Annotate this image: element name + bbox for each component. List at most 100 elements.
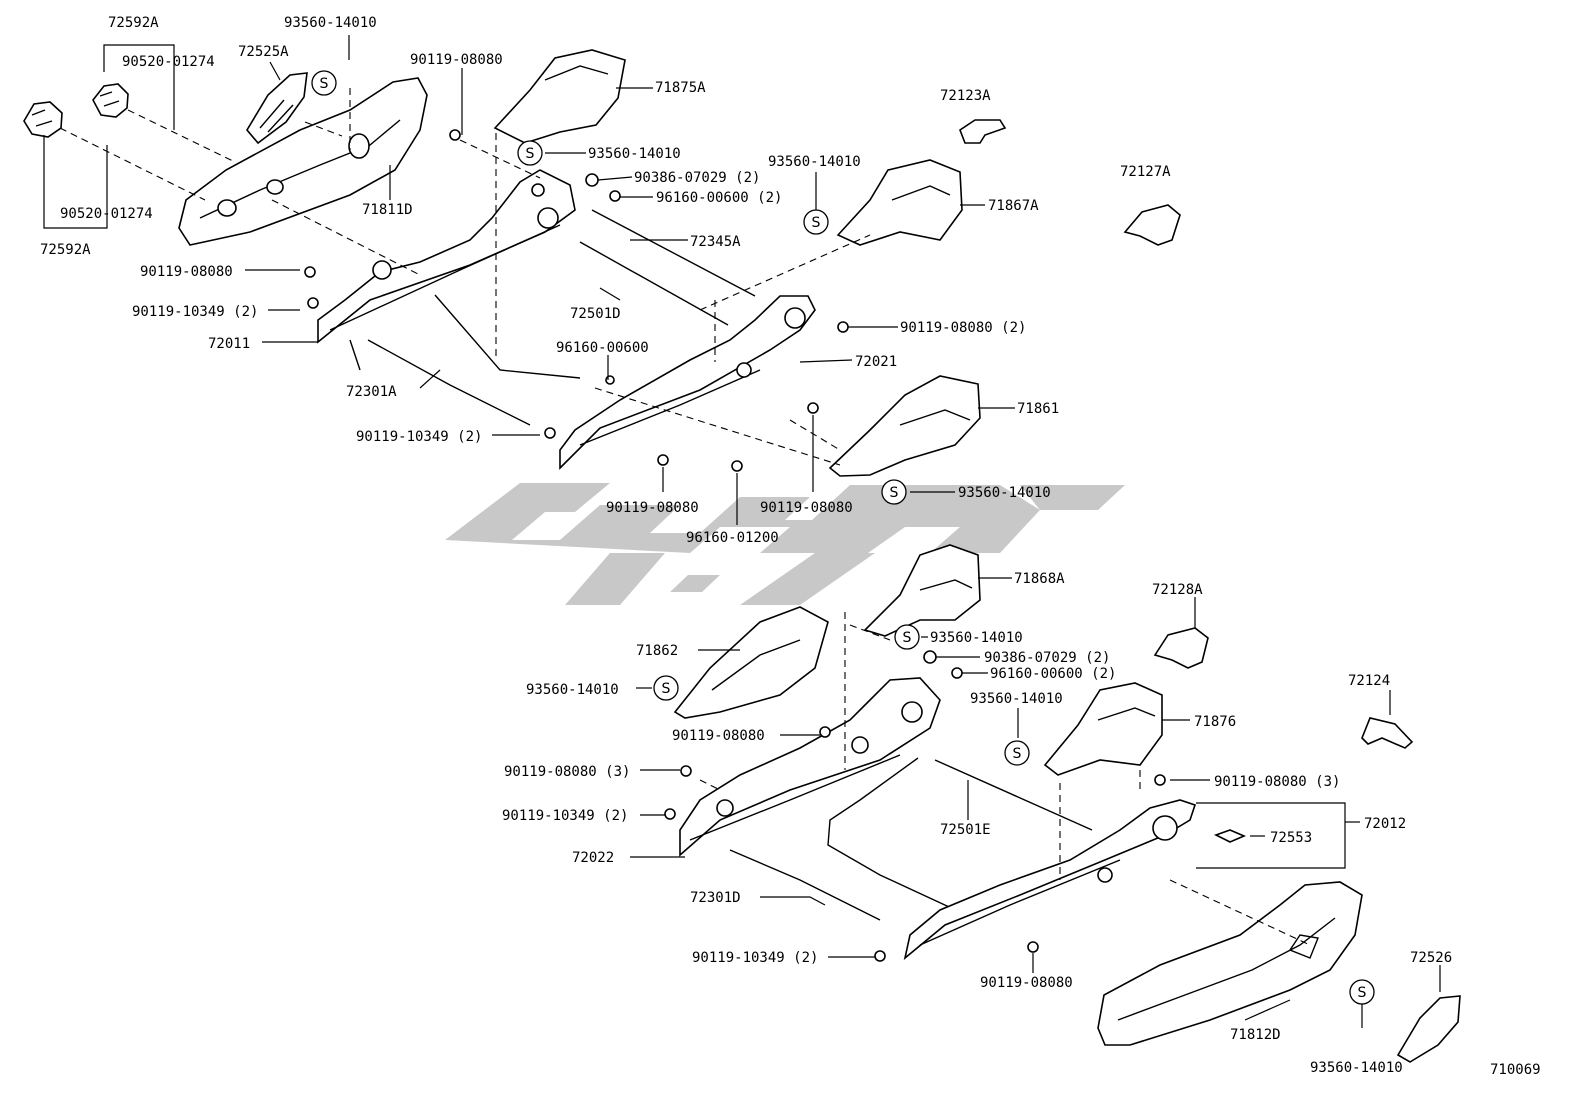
part-label-72124: 72124 [1348,673,1390,689]
svg-text:S: S [1358,985,1367,1001]
svg-text:S: S [662,681,671,697]
part-label-90386-07029: 90386-07029 (2) [984,650,1110,666]
part-label-93560-14010: 93560-14010 [768,154,861,170]
cover-71875a [493,49,626,144]
rod-72501d [579,241,729,326]
part-label-72301d: 72301D [690,890,741,906]
part-label-72123a: 72123A [940,88,991,104]
bracket-72123a [959,119,1007,144]
part-label-71867a: 71867A [988,198,1039,214]
part-label-90119-08080: 90119-08080 [140,264,233,280]
s-symbol: S [881,479,907,505]
part-label-90119-08080: 90119-08080 [760,500,853,516]
part-label-96160-01200: 96160-01200 [686,530,779,546]
svg-text:S: S [890,485,899,501]
part-label-72011: 72011 [208,336,250,352]
part-label-90119-08080: 90119-08080 (3) [504,764,630,780]
rail-72022 [679,677,941,857]
link-bar-upper [349,294,581,379]
part-label-93560-14010: 93560-14010 [284,15,377,31]
s-symbol: S [1004,740,1030,766]
cable-72301a [367,339,531,426]
part-label-72592a: 72592A [108,15,159,31]
part-label-71876: 71876 [1194,714,1236,730]
part-label-90520-01274: 90520-01274 [122,54,215,70]
part-label-93560-14010: 93560-14010 [958,485,1051,501]
bolts [304,129,1166,962]
part-label-71811d: 71811D [362,202,413,218]
knob-72592a-lower [23,101,63,138]
link-bar-lower [827,757,961,913]
part-label-72553: 72553 [1270,830,1312,846]
part-label-72128a: 72128A [1152,582,1203,598]
cover-72127a [1123,204,1181,246]
cover-72525a [246,72,308,145]
rod-72345a [591,209,756,297]
part-label-71875a: 71875A [655,80,706,96]
part-label-93560-14010: 93560-14010 [930,630,1023,646]
part-label-72012: 72012 [1364,816,1406,832]
shield-71811d [178,77,428,246]
s-symbol: S [894,624,920,650]
svg-text:S: S [320,76,329,92]
cover-71861 [828,375,981,477]
s-symbol: S [311,70,337,96]
svg-text:S: S [526,146,535,162]
rod-72501e [934,759,1093,831]
rail-72012 [903,799,1197,961]
cover-72128a [1153,627,1209,669]
s-symbol: S [517,140,543,166]
part-label-90119-10349: 90119-10349 (2) [502,808,628,824]
part-label-90119-08080: 90119-08080 (3) [1214,774,1340,790]
svg-text:S: S [812,215,821,231]
part-labels: 72592A 93560-14010 90520-01274 72525A 90… [40,15,1541,1078]
part-label-71812d: 71812D [1230,1027,1281,1043]
part-label-72301a: 72301A [346,384,397,400]
part-label-72501d: 72501D [570,306,621,322]
rail-72021 [559,295,816,470]
parts-drawing [23,49,1461,1063]
part-label-90119-10349: 90119-10349 (2) [132,304,258,320]
s-symbol: S [1349,979,1375,1005]
rail-72011 [317,169,576,344]
cover-71868a [863,544,981,637]
cover-72526 [1396,995,1461,1063]
knob-72592a-upper [92,83,129,118]
s-symbol: S [653,675,679,701]
part-label-93560-14010: 93560-14010 [970,691,1063,707]
part-label-90520-01274: 90520-01274 [60,206,153,222]
part-label-96160-00600: 96160-00600 (2) [656,190,782,206]
shield-71812d [1097,881,1363,1046]
cover-71876 [1043,682,1163,776]
part-label-90119-08080: 90119-08080 (2) [900,320,1026,336]
part-label-72592a: 72592A [40,242,91,258]
part-label-90386-07029: 90386-07029 (2) [634,170,760,186]
part-label-90119-08080: 90119-08080 [980,975,1073,991]
cover-71862 [673,606,829,719]
assembly-lines [59,88,1311,946]
part-label-71862: 71862 [636,643,678,659]
part-label-72525a: 72525A [238,44,289,60]
cable-72301d [729,849,881,921]
part-label-72022: 72022 [572,850,614,866]
part-label-72127a: 72127A [1120,164,1171,180]
part-label-72526: 72526 [1410,950,1452,966]
part-label-96160-00600: 96160-00600 (2) [990,666,1116,682]
part-label-93560-14010: 93560-14010 [526,682,619,698]
svg-text:S: S [1013,746,1022,762]
part-label-90119-10349: 90119-10349 (2) [356,429,482,445]
s-symbol: S [803,209,829,235]
part-label-93560-14010: 93560-14010 [588,146,681,162]
part-label-93560-14010: 93560-14010 [1310,1060,1403,1076]
part-label-72021: 72021 [855,354,897,370]
bracket-72124 [1361,717,1414,749]
svg-text:S: S [903,630,912,646]
part-label-90119-08080: 90119-08080 [672,728,765,744]
clip-72553 [1213,829,1247,843]
part-label-72345a: 72345A [690,234,741,250]
part-label-72501e: 72501E [940,822,991,838]
part-label-71868a: 71868A [1014,571,1065,587]
part-label-90119-08080: 90119-08080 [606,500,699,516]
part-label-96160-00600: 96160-00600 [556,340,649,356]
